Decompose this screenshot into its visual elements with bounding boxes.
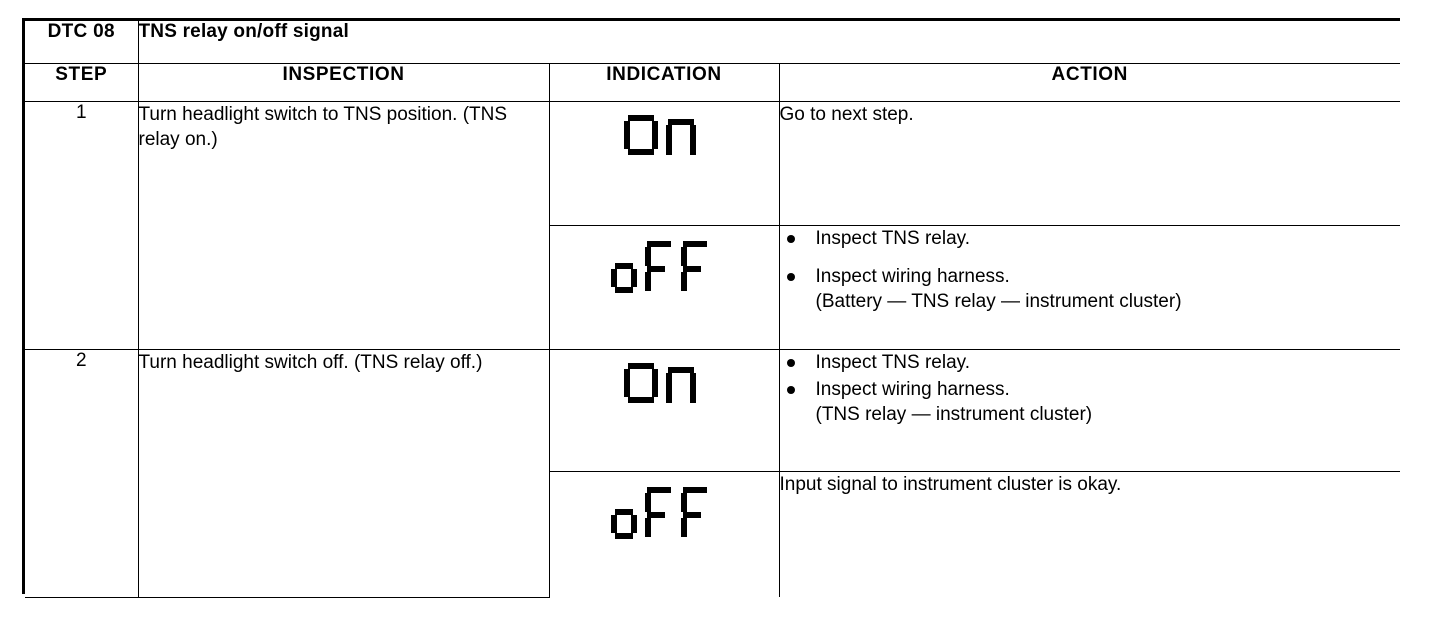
column-header-row: STEP INSPECTION INDICATION ACTION xyxy=(25,62,1401,102)
indication-display-1a xyxy=(548,100,780,226)
dtc-header-row: DTC 08 TNS relay on/off signal xyxy=(25,21,1401,64)
indication-display-2b xyxy=(549,470,780,597)
column-header-step: STEP xyxy=(25,62,139,102)
column-header-indication: INDICATION xyxy=(548,62,780,102)
list-item: Inspect wiring harness. (TNS relay — ins… xyxy=(780,377,1401,427)
action-cell-2b: Input signal to instrument cluster is ok… xyxy=(778,470,1401,597)
lcd-on-icon xyxy=(624,359,704,421)
dtc-diagnostic-table: DTC 08 TNS relay on/off signal STEP INSP… xyxy=(22,18,1401,598)
lcd-off-icon xyxy=(611,481,717,543)
step-number-2: 2 xyxy=(25,348,139,598)
bullet-text: Inspect wiring harness. xyxy=(815,378,1010,400)
lcd-on-icon xyxy=(624,111,704,173)
indication-display-2a xyxy=(548,348,780,472)
table-row: 2 Turn headlight switch off. (TNS relay … xyxy=(25,348,1401,598)
action-cell-1b: Inspect TNS relay. Inspect wiring harnes… xyxy=(778,224,1401,350)
bullet-subtext: (Battery — TNS relay — instrument cluste… xyxy=(815,290,1182,312)
action-cell-1a: Go to next step. xyxy=(778,100,1401,226)
step-number-1: 1 xyxy=(25,100,139,350)
bullet-dot-icon xyxy=(786,234,795,243)
action-text: Go to next step. xyxy=(779,103,914,125)
inspection-text-2: Turn headlight switch off. (TNS relay of… xyxy=(137,348,550,598)
bullet-subtext: (TNS relay — instrument cluster) xyxy=(815,403,1093,425)
inspection-grid: DTC 08 TNS relay on/off signal STEP INSP… xyxy=(25,21,1401,598)
action-bullet-list: Inspect TNS relay. Inspect wiring harnes… xyxy=(780,350,1401,427)
table-row: Inspect TNS relay. Inspect wiring harnes… xyxy=(25,224,1401,350)
column-header-inspection: INSPECTION xyxy=(137,62,550,102)
bullet-text: Inspect wiring harness. xyxy=(815,265,1010,287)
bullet-text: Inspect TNS relay. xyxy=(815,351,971,373)
list-item: Inspect wiring harness. (Battery — TNS r… xyxy=(780,264,1401,314)
dtc-code-cell: DTC 08 xyxy=(25,21,139,64)
action-bullet-list: Inspect TNS relay. Inspect wiring harnes… xyxy=(780,226,1401,314)
table-row: Input signal to instrument cluster is ok… xyxy=(25,470,1401,597)
bullet-text: Inspect TNS relay. xyxy=(815,227,971,249)
dtc-title-cell: TNS relay on/off signal xyxy=(137,21,1401,64)
list-item: Inspect TNS relay. xyxy=(780,226,1401,251)
bullet-dot-icon xyxy=(786,358,795,367)
inspection-text-1: Turn headlight switch to TNS position. (… xyxy=(137,100,550,350)
action-text: Input signal to instrument cluster is ok… xyxy=(779,473,1122,495)
bullet-dot-icon xyxy=(786,272,795,281)
lcd-off-icon xyxy=(611,235,717,297)
list-item: Inspect TNS relay. xyxy=(780,350,1401,375)
indication-display-1b xyxy=(549,224,780,350)
action-cell-2a: Inspect TNS relay. Inspect wiring harnes… xyxy=(778,348,1401,472)
column-header-action: ACTION xyxy=(778,62,1401,102)
bullet-dot-icon xyxy=(786,385,795,394)
table-row: 1 Turn headlight switch to TNS position.… xyxy=(25,100,1401,350)
